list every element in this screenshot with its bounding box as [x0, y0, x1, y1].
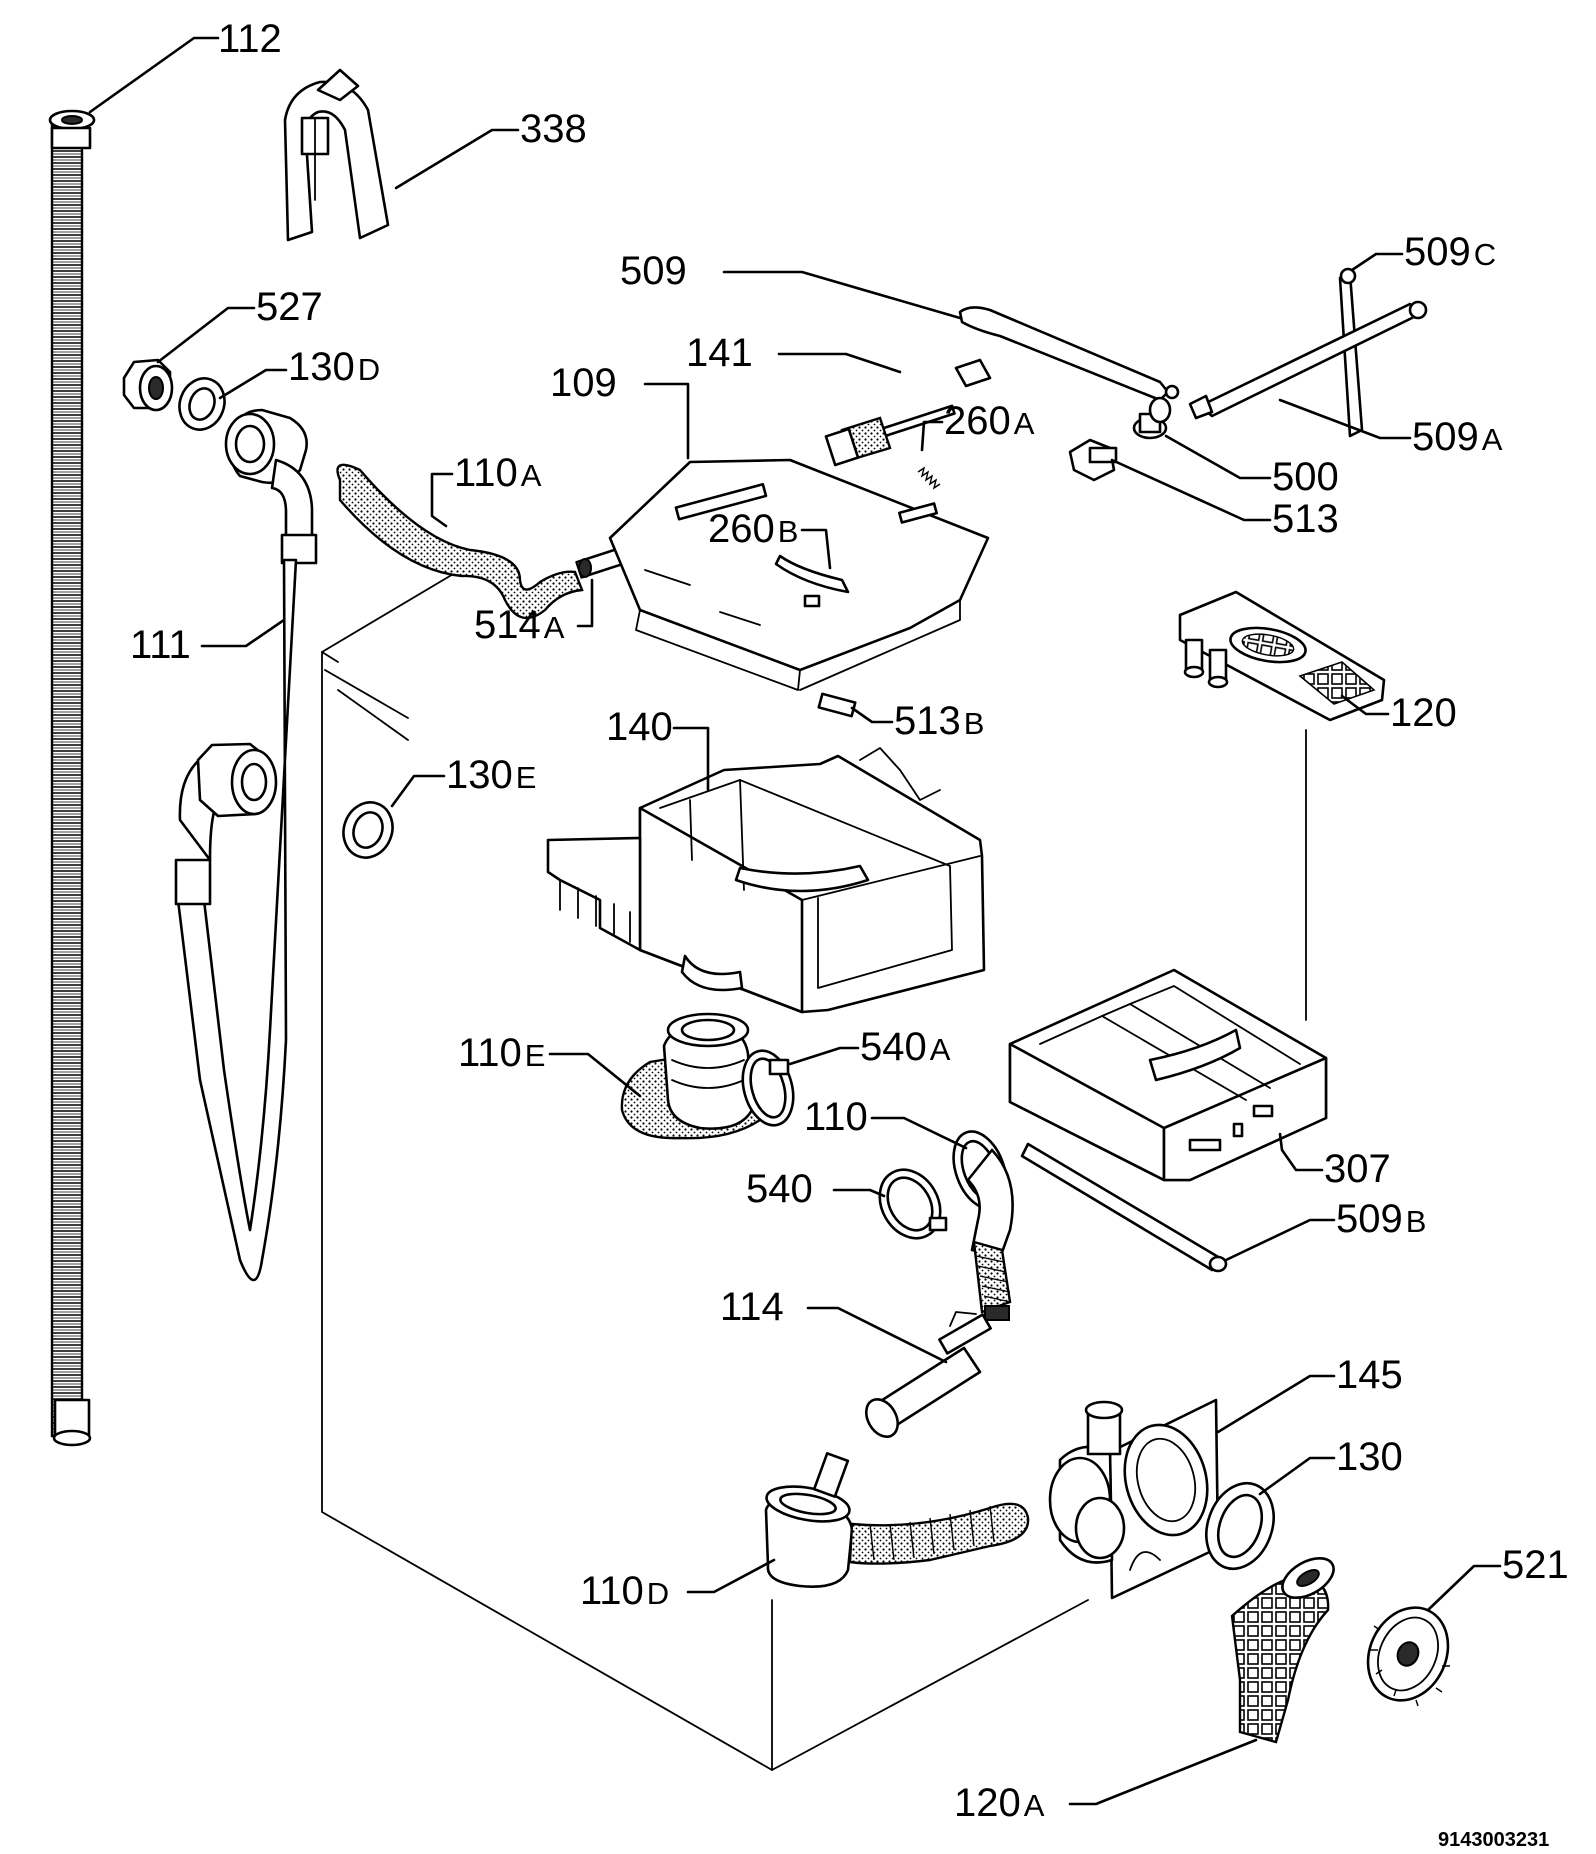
label-509A: 509A	[1412, 415, 1503, 459]
label-540A: 540A	[860, 1025, 951, 1069]
label-500: 500	[1272, 455, 1339, 499]
label-521: 521	[1502, 1543, 1569, 1587]
pipe-114	[864, 1311, 992, 1438]
dispenser-housing-140	[546, 747, 986, 1014]
label-111: 111	[130, 623, 191, 667]
knob-500	[1132, 396, 1172, 440]
label-514A: 514A	[474, 603, 565, 647]
label-130D: 130D	[288, 345, 380, 389]
label-509B: 509B	[1336, 1197, 1426, 1241]
detergent-drawer-307	[1008, 968, 1328, 1182]
label-513: 513	[1272, 497, 1339, 541]
sump-hose-110D	[764, 1452, 1030, 1588]
document-number: 9143003231	[1438, 1829, 1549, 1851]
hose-holder-338	[283, 68, 390, 242]
cap-521	[1366, 1606, 1450, 1707]
label-338: 338	[520, 107, 587, 151]
label-114: 114	[720, 1285, 784, 1329]
label-110E: 110E	[458, 1031, 545, 1075]
label-140: 140	[606, 705, 673, 749]
seal-130E	[342, 801, 394, 859]
inlet-hose-111	[174, 408, 318, 1282]
seal-130D	[178, 377, 226, 431]
label-513B: 513B	[894, 699, 984, 743]
rod-509A	[1188, 300, 1428, 420]
seal-130	[1205, 1481, 1275, 1571]
label-130E: 130E	[446, 753, 536, 797]
pump-housing-145	[1048, 1398, 1220, 1600]
nut-527	[122, 358, 174, 412]
label-141: 141	[686, 331, 753, 375]
label-307: 307	[1324, 1147, 1391, 1191]
label-110A: 110A	[454, 451, 542, 495]
label-120: 120	[1390, 691, 1457, 735]
label-509C: 509C	[1404, 230, 1496, 274]
label-260B: 260B	[708, 507, 798, 551]
leader-lines	[88, 36, 1502, 1806]
siphon-cap-120	[1178, 590, 1386, 722]
clamp-540	[878, 1168, 948, 1240]
hose-110A	[336, 463, 584, 620]
switch-513B	[817, 692, 857, 718]
spring-260B	[774, 554, 850, 594]
label-540: 540	[746, 1167, 813, 1211]
hose-110	[952, 1130, 1014, 1321]
label-109: 109	[550, 361, 617, 405]
label-509: 509	[620, 249, 687, 293]
cabinet-outline	[321, 569, 1307, 1771]
switch-513	[1068, 438, 1118, 482]
spring-260A	[917, 466, 941, 490]
actuator-141	[824, 358, 992, 467]
clamp-540A	[741, 1049, 795, 1127]
rod-509	[958, 306, 1180, 402]
label-145: 145	[1336, 1353, 1403, 1397]
label-120A: 120A	[954, 1781, 1045, 1825]
label-130: 130	[1336, 1435, 1403, 1479]
callout-labels: 112 338 527 130D 509 509C 141 109 260A 5…	[130, 17, 1569, 1825]
filter-120A	[1230, 1557, 1335, 1744]
label-112: 112	[218, 17, 282, 61]
label-110: 110	[804, 1095, 868, 1139]
label-260A: 260A	[944, 399, 1035, 443]
rod-509B	[1020, 1142, 1228, 1273]
label-527: 527	[256, 285, 323, 329]
inlet-hose-112	[48, 109, 96, 1447]
label-110D: 110D	[580, 1569, 669, 1613]
